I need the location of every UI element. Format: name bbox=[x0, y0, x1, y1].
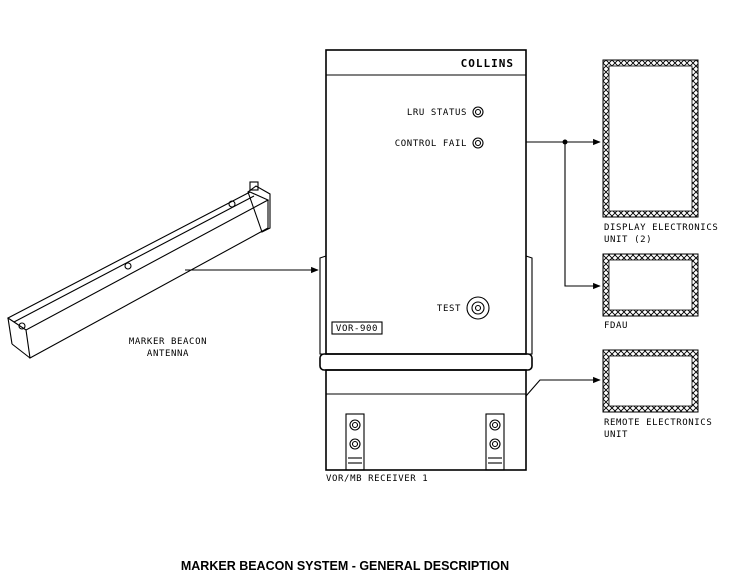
control-fail-indicator-icon bbox=[472, 137, 484, 149]
receiver-to-fdau-arrow bbox=[564, 142, 601, 290]
diagram-caption: MARKER BEACON SYSTEM - GENERAL DESCRIPTI… bbox=[181, 559, 509, 573]
antenna-mount-hole-2 bbox=[124, 262, 132, 270]
display-unit-label-line1: DISPLAY ELECTRONICS bbox=[604, 223, 718, 233]
control-fail-label: CONTROL FAIL bbox=[395, 139, 467, 149]
antenna-label-line1: MARKER BEACON bbox=[129, 337, 207, 347]
lru-status-label: LRU STATUS bbox=[407, 108, 467, 118]
marker-beacon-antenna bbox=[6, 181, 271, 359]
test-button[interactable] bbox=[466, 296, 490, 320]
receiver-brand: COLLINS bbox=[461, 57, 514, 70]
remote-electronics-unit bbox=[602, 349, 699, 413]
lru-status-indicator-icon bbox=[472, 106, 484, 118]
display-electronics-unit bbox=[602, 59, 699, 218]
model-plate bbox=[331, 321, 383, 335]
antenna-label-line2: ANTENNA bbox=[147, 349, 189, 359]
remote-unit-label-line1: REMOTE ELECTRONICS bbox=[604, 418, 712, 428]
tray-connector-right bbox=[485, 413, 505, 471]
fdau-label: FDAU bbox=[604, 321, 628, 331]
model-label: VOR-900 bbox=[336, 324, 378, 334]
antenna-mount-hole-3 bbox=[228, 200, 236, 208]
test-label: TEST bbox=[437, 304, 461, 314]
tray-connector-left bbox=[345, 413, 365, 471]
receiver-name: VOR/MB RECEIVER 1 bbox=[326, 474, 428, 484]
fdau-unit bbox=[602, 253, 699, 317]
remote-unit-label-line2: UNIT bbox=[604, 430, 628, 440]
antenna-mount-hole-1 bbox=[18, 322, 26, 330]
vor-mb-receiver bbox=[319, 49, 533, 471]
receiver-to-remote-arrow bbox=[525, 376, 601, 397]
receiver-output-lines bbox=[525, 138, 601, 397]
display-unit-label-line2: UNIT (2) bbox=[604, 235, 652, 245]
